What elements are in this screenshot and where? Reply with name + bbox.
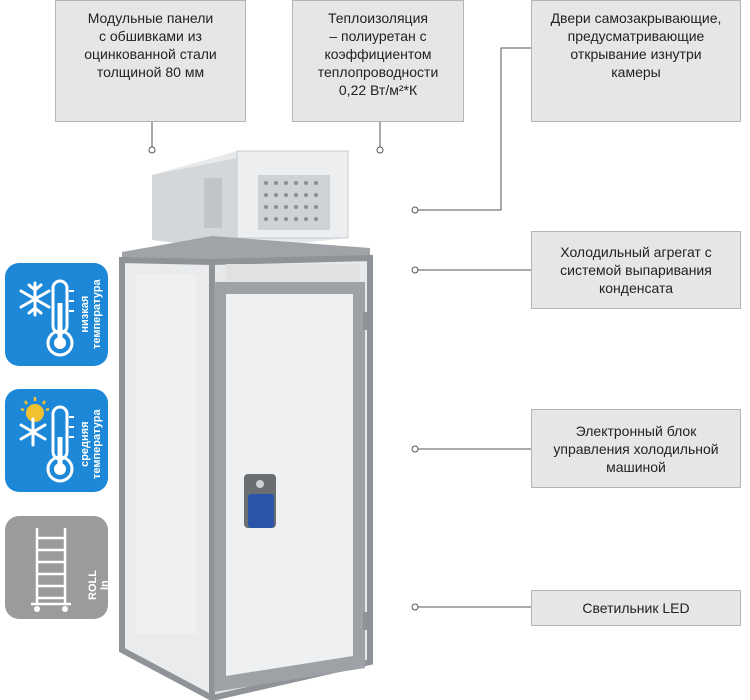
callout-doors-text: Двери самозакрывающие, предусматривающие… (550, 10, 722, 80)
roll-in-rack-icon (31, 528, 71, 612)
door (214, 282, 369, 692)
callout-unit-text: Холодильный агрегат с системой выпариван… (560, 244, 712, 296)
door-handle (244, 474, 276, 528)
low-temperature-badge: низкая температура (5, 263, 108, 366)
snowflake-thermometer-icon (19, 279, 74, 357)
roll-in-badge: ROLL In (5, 516, 111, 619)
callout-light-text: Светильник LED (582, 600, 690, 616)
callout-panels-text: Модульные панели с обшивками из оцинкова… (84, 10, 217, 80)
callout-insulation-text: Теплоизоляция – полиуретан с коэффициент… (317, 10, 439, 98)
callout-control: Электронный блок управления холодильной … (531, 409, 741, 488)
refrigeration-unit (152, 150, 349, 250)
medium-temperature-badge: средняя температура (5, 389, 108, 492)
callout-control-text: Электронный блок управления холодильной … (553, 422, 719, 475)
callout-light: Светильник LED (531, 590, 741, 626)
callout-insulation: Теплоизоляция – полиуретан с коэффициент… (292, 0, 464, 122)
sun-thermometer-icon (19, 397, 74, 483)
callout-panels: Модульные панели с обшивками из оцинкова… (55, 0, 246, 122)
callout-doors: Двери самозакрывающие, предусматривающие… (531, 0, 741, 122)
callout-unit: Холодильный агрегат с системой выпариван… (531, 231, 741, 309)
